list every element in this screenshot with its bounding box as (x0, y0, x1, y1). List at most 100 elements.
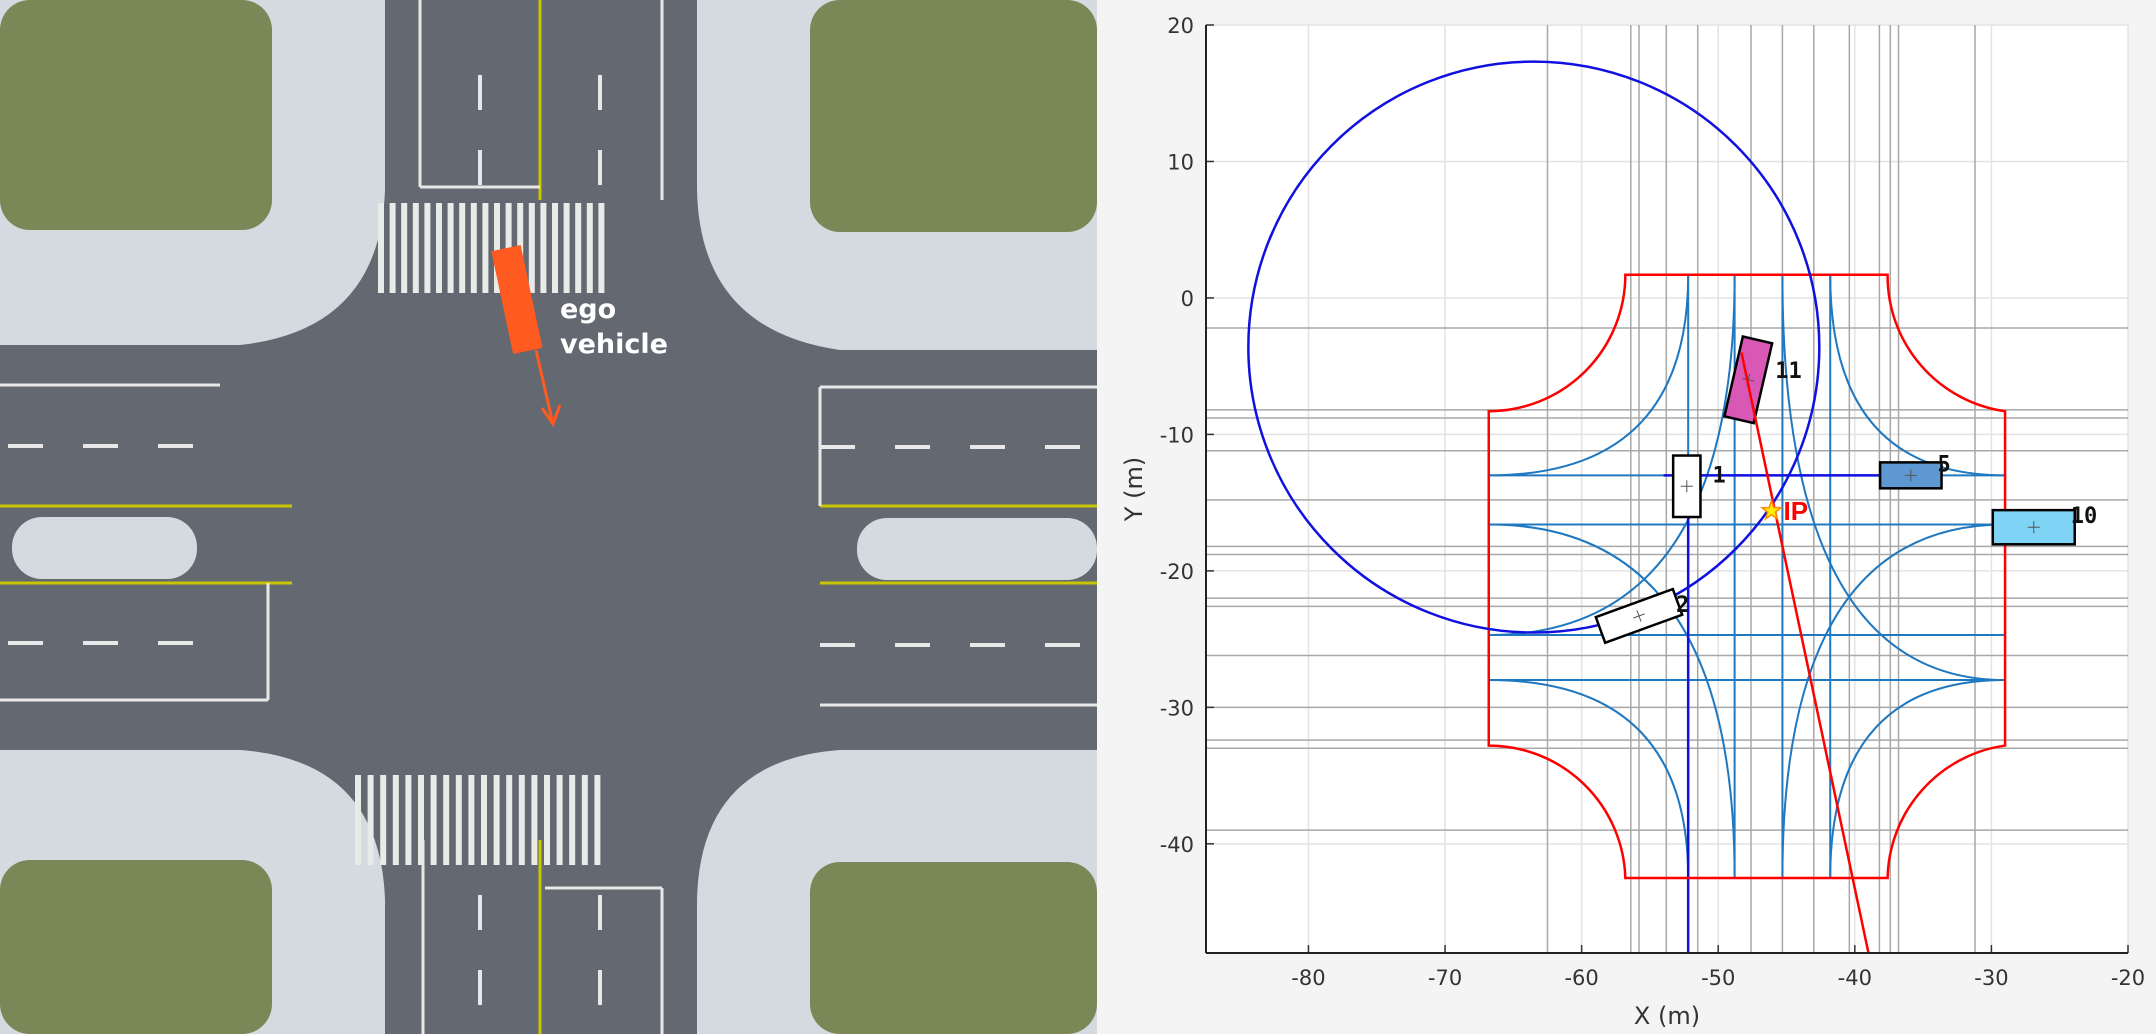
crosswalk-stripe (482, 203, 489, 293)
crosswalk-stripe (563, 203, 570, 293)
crosswalk-stripe (540, 203, 547, 293)
vehicle-1 (1671, 454, 1702, 519)
vehicle-center-marker (1904, 469, 1917, 482)
impact-point-label: IP (1783, 496, 1808, 526)
lane-turn-arc (1488, 679, 1690, 878)
crosswalk-stripe (436, 203, 442, 293)
crosswalk-stripe (392, 775, 399, 865)
y-tick-label: 10 (1167, 150, 1194, 174)
lane-turn-arc (1829, 274, 2006, 477)
crosswalk-south (355, 775, 601, 865)
vehicle-id-label: 5 (1938, 452, 1951, 477)
vehicle-id-label: 1 (1712, 463, 1725, 488)
crosswalk-stripe (430, 775, 437, 865)
crosswalk-stripe (405, 775, 412, 865)
road (0, 0, 1097, 1034)
crosswalk-stripe (506, 775, 513, 865)
crosswalk-stripe (544, 775, 550, 865)
vehicle-id-label: 2 (1676, 593, 1689, 618)
crosswalk-stripe (518, 775, 525, 865)
grass-top-right (810, 0, 1097, 232)
y-tick-label: -40 (1160, 833, 1194, 857)
x-axis-label: X (m) (1634, 1002, 1700, 1030)
axes: -80 -70 -60 -50 -40 -30 -20 20 10 0 -10 -20 -30 -40 (1160, 14, 2145, 990)
grass-bottom-left (0, 860, 272, 1034)
y-tick-label: -30 (1160, 696, 1194, 720)
crosswalk-stripe (412, 203, 419, 293)
impact-star-icon (1759, 498, 1784, 521)
crosswalk-stripe (443, 775, 450, 865)
crosswalk-stripe (493, 775, 500, 865)
lane-markings (0, 0, 1097, 1034)
crosswalk-stripe (581, 775, 588, 865)
lane-turn-arc (1781, 523, 2006, 878)
lane-turn-arc (1781, 274, 2006, 682)
vehicle-center-marker (1633, 610, 1645, 622)
dashed-lane-markings (8, 75, 1097, 1010)
crosswalk-stripe (531, 775, 538, 865)
y-tick-label: -10 (1160, 423, 1194, 447)
ego-vehicle-label: ego vehicle (560, 292, 668, 362)
vehicle-center-marker (2027, 521, 2040, 534)
intersection-boundary (1487, 273, 2007, 880)
crosswalk-stripe (401, 203, 408, 293)
vehicle-10 (1991, 508, 2076, 546)
lane-turn-arc (1829, 679, 2006, 878)
crosswalk-stripe (528, 203, 535, 293)
ego-vehicle (491, 245, 562, 428)
crosswalk-stripe (569, 775, 576, 865)
crosswalk-stripe (494, 203, 500, 293)
crosswalk-stripe (575, 203, 582, 293)
yellow-lines (0, 0, 1097, 1034)
crosswalk-stripe (447, 203, 454, 293)
crosswalk-stripe (552, 203, 558, 293)
ego-label-line2: vehicle (560, 329, 668, 360)
x-tick-label: -50 (1701, 966, 1735, 990)
ego-label-line1: ego (560, 294, 617, 325)
y-tick-label: -20 (1160, 560, 1194, 584)
vehicle-id-label: 10 (2071, 504, 2098, 529)
ego-arrow-icon (540, 404, 562, 428)
ego-path-line (1740, 352, 1870, 954)
vehicle-5 (1878, 461, 1943, 490)
crosswalk-stripe (418, 775, 424, 865)
simulation-scene (0, 0, 1097, 1034)
y-tick-label: 20 (1167, 14, 1194, 38)
x-tick-label: -40 (1838, 966, 1872, 990)
crosswalk-stripe (481, 775, 487, 865)
vehicle-2 (1594, 587, 1684, 645)
ego-range-circle (1247, 60, 1821, 634)
crosswalk-stripe (424, 203, 431, 293)
crosswalk-stripe (470, 203, 477, 293)
y-tick-label: 0 (1181, 287, 1194, 311)
median-right (857, 518, 1097, 580)
crosswalk-stripe (367, 775, 374, 865)
x-tick-label: -30 (1974, 966, 2008, 990)
crosswalk-stripe (459, 203, 466, 293)
lane-turn-arc (1488, 274, 1736, 637)
crosswalk-stripe (389, 203, 396, 293)
crosswalk-stripe (355, 775, 361, 865)
grass-top-left (0, 0, 272, 230)
vehicle-id-label: 11 (1775, 359, 1802, 384)
lane-turn-arc (1488, 274, 1690, 477)
crosswalk-stripe (468, 775, 475, 865)
median-left (12, 517, 197, 579)
crosswalk-stripe (586, 203, 593, 293)
crosswalk-stripe (455, 775, 462, 865)
crosswalk-stripe (380, 775, 387, 865)
x-tick-label: -60 (1564, 966, 1598, 990)
x-tick-label: -70 (1428, 966, 1462, 990)
x-tick-label: -80 (1291, 966, 1325, 990)
crosswalk-stripe (378, 203, 384, 293)
vehicle-center-marker (1680, 480, 1693, 493)
crosswalk-stripe (598, 203, 605, 293)
crosswalk-stripe (556, 775, 563, 865)
y-axis-label: Y (m) (1120, 457, 1148, 522)
impact-point: IP (1759, 496, 1808, 526)
crosswalk-stripe (594, 775, 601, 865)
grass-bottom-right (810, 862, 1097, 1034)
x-tick-label: -20 (2111, 966, 2145, 990)
